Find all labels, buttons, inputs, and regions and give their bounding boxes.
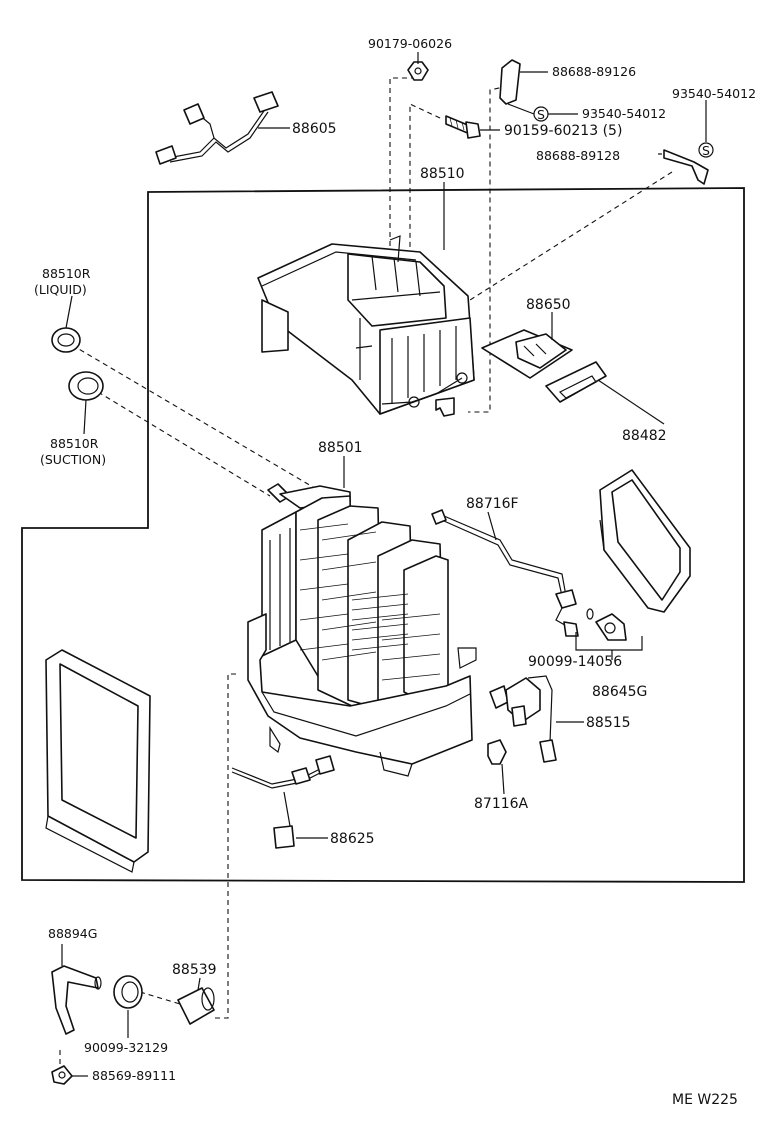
label-90179-06026: 90179-06026 bbox=[368, 36, 452, 51]
evaporator-88501 bbox=[261, 483, 449, 711]
thermistor-88625 bbox=[231, 755, 335, 849]
switch-88645g bbox=[586, 608, 627, 641]
hose-88894g bbox=[51, 965, 102, 1035]
label-88894g: 88894G bbox=[48, 926, 97, 941]
clip-87116a bbox=[487, 739, 507, 765]
label-90159-60213: 90159-60213 (5) bbox=[504, 123, 622, 139]
reference-code: ME W225 bbox=[672, 1092, 738, 1108]
cover-88482 bbox=[545, 361, 607, 403]
dashed-assembly-lines bbox=[59, 77, 673, 1068]
upper-case-88510 bbox=[257, 235, 475, 417]
filter-frame-right bbox=[599, 469, 691, 613]
leader-lines bbox=[61, 52, 707, 1077]
nut-90179 bbox=[407, 61, 429, 81]
drain-88539 bbox=[177, 987, 215, 1025]
valve-88515 bbox=[489, 675, 557, 763]
label-88510r-liquid: 88510R bbox=[42, 266, 91, 281]
label-88650: 88650 bbox=[526, 297, 571, 313]
bracket-88688-89126 bbox=[499, 59, 521, 105]
label-88515: 88515 bbox=[586, 715, 631, 731]
label-88510: 88510 bbox=[420, 166, 465, 182]
filter-frame-left bbox=[45, 649, 151, 873]
svg-text:S: S bbox=[537, 107, 545, 122]
label-suction-desc: (SUCTION) bbox=[40, 452, 106, 467]
label-88539: 88539 bbox=[172, 962, 217, 978]
label-88605: 88605 bbox=[292, 121, 337, 137]
part-labels: 90179-06026 88688-89126 93540-54012 9354… bbox=[34, 36, 756, 1108]
label-93540-54012-b: 93540-54012 bbox=[672, 86, 756, 101]
tube-88716f bbox=[431, 509, 579, 637]
label-90099-14056: 90099-14056 bbox=[528, 654, 622, 670]
label-88645g: 88645G bbox=[592, 684, 647, 700]
label-88688-89128: 88688-89128 bbox=[536, 148, 620, 163]
s-symbol-a: S bbox=[533, 106, 549, 122]
label-88625: 88625 bbox=[330, 831, 375, 847]
plug-88510r-suction bbox=[68, 371, 104, 401]
lower-case bbox=[247, 613, 477, 777]
amplifier-88650 bbox=[481, 329, 573, 379]
label-88501: 88501 bbox=[318, 440, 363, 456]
wire-harness-88605 bbox=[155, 91, 279, 165]
label-88482: 88482 bbox=[622, 428, 667, 444]
label-liquid-desc: (LIQUID) bbox=[34, 282, 87, 297]
svg-text:S: S bbox=[702, 143, 710, 158]
label-93540-54012-a: 93540-54012 bbox=[582, 106, 666, 121]
label-90099-32129: 90099-32129 bbox=[84, 1040, 168, 1055]
grommet-90099-32129 bbox=[113, 975, 143, 1009]
label-88510r-suction: 88510R bbox=[50, 436, 99, 451]
screw-90159 bbox=[445, 115, 481, 139]
assembly-frame bbox=[21, 187, 745, 883]
label-88716f: 88716F bbox=[466, 496, 519, 512]
clamp-88569 bbox=[51, 1065, 73, 1085]
s-symbol-b: S bbox=[698, 142, 714, 158]
bracket-88688-89128 bbox=[663, 149, 709, 185]
label-87116a: 87116A bbox=[474, 796, 529, 812]
plug-88510r-liquid bbox=[51, 327, 81, 353]
label-88688-89126: 88688-89126 bbox=[552, 64, 636, 79]
label-88569-89111: 88569-89111 bbox=[92, 1068, 176, 1083]
